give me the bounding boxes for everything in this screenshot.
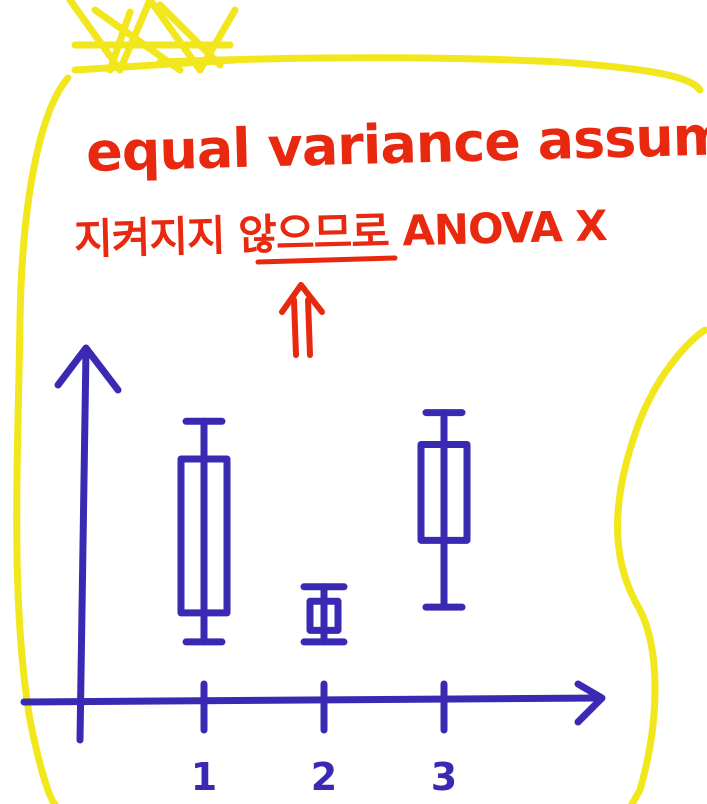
up-arrow-icon xyxy=(279,282,325,358)
y-axis xyxy=(76,346,90,744)
x-axis xyxy=(20,694,604,706)
box-plot-3 xyxy=(417,409,471,611)
highlight-outline xyxy=(13,54,707,804)
iqr-box xyxy=(306,597,342,634)
x-tick-label: 3 xyxy=(431,755,457,799)
chart-axes xyxy=(20,344,606,744)
x-tick-label: 1 xyxy=(191,755,217,799)
box-plot-2 xyxy=(300,583,348,646)
iqr-box xyxy=(177,455,231,617)
y-axis-arrowhead xyxy=(54,344,122,394)
box-plot-1 xyxy=(177,417,231,646)
note-underline xyxy=(255,255,398,265)
iqr-box xyxy=(417,441,471,544)
x-axis-arrowhead xyxy=(574,680,606,726)
x-tick-label: 2 xyxy=(311,755,337,799)
